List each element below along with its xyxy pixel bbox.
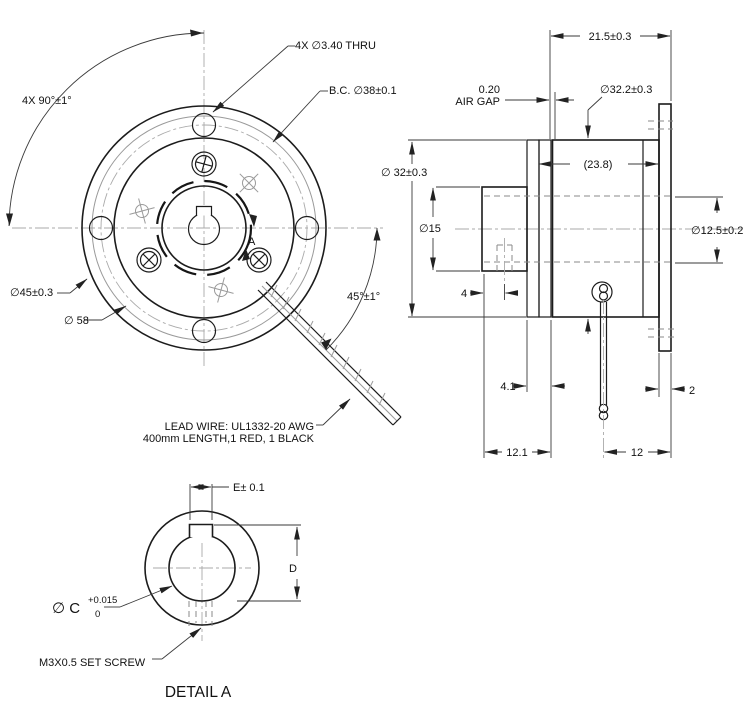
rotation-arrow-cw bbox=[249, 214, 257, 227]
label-2: 2 bbox=[689, 385, 695, 397]
wire-leader bbox=[322, 398, 351, 426]
label-d32: ∅ 32±0.3 bbox=[381, 167, 427, 179]
holes-leader bbox=[212, 45, 289, 113]
bolt-hole-right bbox=[294, 215, 320, 241]
label-12: 12 bbox=[631, 447, 643, 459]
angle-90-arrow-top bbox=[190, 29, 203, 37]
target-mark-1 bbox=[239, 173, 259, 193]
wire-section-1 bbox=[598, 283, 609, 294]
hub-circle bbox=[161, 185, 247, 271]
label-d: D bbox=[289, 563, 297, 575]
label-rotation-a: A bbox=[248, 236, 256, 248]
label-d125: ∅12.5±0.2 bbox=[691, 225, 743, 237]
detail-hub-circle bbox=[144, 510, 260, 626]
bolt-hole-top bbox=[191, 112, 217, 138]
angle-90-arc bbox=[8, 32, 205, 227]
angle-45-arrow-bottom bbox=[321, 338, 332, 350]
label-238: (23.8) bbox=[584, 159, 613, 171]
label-121: 12.1 bbox=[506, 447, 527, 459]
d45-leader bbox=[69, 278, 88, 294]
bolt-hole-bottom bbox=[191, 318, 217, 344]
label-lead-wire-2: 400mm LENGTH,1 RED, 1 BLACK bbox=[143, 433, 315, 445]
c-leader bbox=[119, 585, 173, 608]
rotation-phantom-circle bbox=[155, 179, 253, 277]
front-view: 4X 90°±1° 4X ∅3.40 THRU B.C. ∅38±0.1 ∅45… bbox=[6, 29, 402, 445]
rotor-disc-2 bbox=[538, 139, 552, 318]
angle-45-arc bbox=[325, 227, 378, 351]
label-detail-a-title: DETAIL A bbox=[165, 684, 232, 701]
bolt-circle bbox=[100, 124, 308, 332]
screw-top bbox=[191, 151, 217, 177]
label-c-dia: ∅ C bbox=[52, 600, 80, 617]
label-c-tol-upper: +0.015 bbox=[88, 595, 117, 606]
label-set-screw: M3X0.5 SET SCREW bbox=[39, 657, 146, 669]
label-flange-dia: ∅45±0.3 bbox=[10, 287, 53, 299]
label-lead-wire-1: LEAD WIRE: UL1332-20 AWG bbox=[165, 421, 314, 433]
m3-leader bbox=[161, 627, 202, 660]
wire-grommet bbox=[591, 281, 613, 303]
rotor-disc-1 bbox=[526, 139, 540, 318]
keyway-notch bbox=[195, 205, 213, 216]
target-mark-3 bbox=[208, 277, 234, 303]
d58-leader bbox=[101, 305, 127, 321]
label-e: E± 0.1 bbox=[233, 482, 265, 494]
target-mark-2 bbox=[129, 198, 155, 224]
lead-wire bbox=[257, 281, 402, 426]
label-41: 4.1 bbox=[500, 381, 515, 393]
screw-lower-left bbox=[136, 247, 162, 273]
label-21-5: 21.5±0.3 bbox=[589, 31, 632, 43]
angle-90-arrow-left bbox=[6, 213, 13, 226]
detail-keyway bbox=[188, 523, 214, 537]
label-airgap: AIR GAP bbox=[455, 96, 500, 108]
label-holes: 4X ∅3.40 THRU bbox=[295, 40, 376, 52]
bolt-hole-left bbox=[88, 215, 114, 241]
detail-a-view: E± 0.1 D ∅ C +0.015 0 M3X0.5 SET SCREW D… bbox=[39, 482, 301, 701]
label-angle-90: 4X 90°±1° bbox=[22, 95, 72, 107]
wire-section-2 bbox=[598, 291, 609, 301]
mounting-flange bbox=[658, 103, 672, 352]
screw-lower-right bbox=[246, 247, 272, 273]
dia58-circle bbox=[91, 115, 317, 341]
bc-leader bbox=[272, 90, 321, 143]
label-d322: ∅32.2±0.3 bbox=[600, 84, 652, 96]
body-circle bbox=[113, 137, 295, 319]
keyway-mask bbox=[197, 206, 211, 216]
label-d15: ∅15 bbox=[419, 223, 441, 235]
label-airgap-value: 0.20 bbox=[479, 84, 500, 96]
label-outer-dia: ∅ 58 bbox=[64, 315, 89, 327]
label-c-tol-lower: 0 bbox=[95, 609, 100, 620]
detail-keyway-mask bbox=[190, 525, 212, 537]
side-view: 21.5±0.3 0.20 AIR GAP ∅32.2±0.3 ∅ 32±0.3… bbox=[381, 30, 743, 459]
angle-45-arrow-top bbox=[373, 228, 381, 241]
label-bolt-circle: B.C. ∅38±0.1 bbox=[329, 85, 397, 97]
rotation-arrow-ccw bbox=[242, 249, 250, 261]
label-4: 4 bbox=[461, 288, 467, 300]
d322-leader bbox=[587, 96, 603, 111]
label-wire-angle: 45°±1° bbox=[347, 291, 380, 303]
flange-outer-circle bbox=[81, 105, 327, 351]
